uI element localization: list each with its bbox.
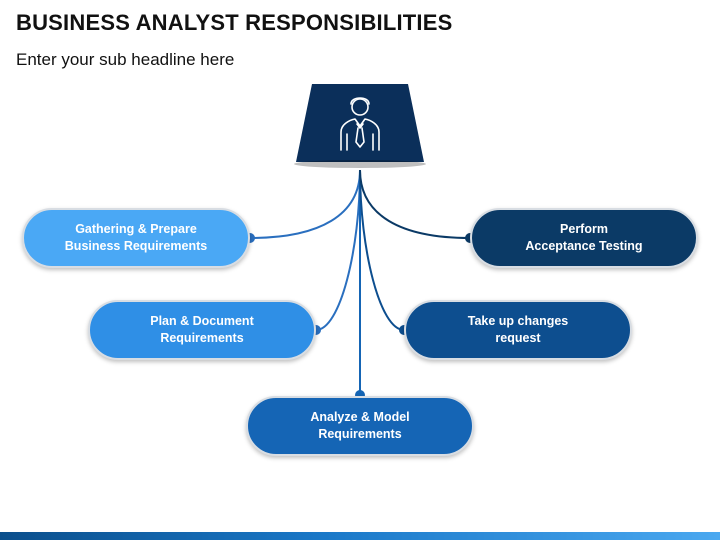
- node-analyze-model: Analyze & Model Requirements: [246, 396, 474, 456]
- node-label-line2: request: [495, 331, 541, 345]
- footer-accent-bar: [0, 532, 720, 540]
- node-label-line1: Plan & Document: [150, 314, 254, 328]
- node-label-line2: Requirements: [160, 331, 244, 345]
- node-label-line1: Analyze & Model: [310, 410, 410, 424]
- node-acceptance-testing: Perform Acceptance Testing: [470, 208, 698, 268]
- connector-1: [249, 169, 361, 239]
- connector-5: [359, 169, 471, 239]
- node-label-line1: Perform: [560, 222, 608, 236]
- node-label-line2: Business Requirements: [64, 239, 208, 253]
- connector-4: [359, 169, 405, 331]
- page-subtitle: Enter your sub headline here: [16, 50, 235, 69]
- connector-2: [315, 169, 361, 331]
- node-label-line1: Take up changes: [467, 314, 569, 328]
- node-label-line1: Gathering & Prepare: [75, 222, 197, 236]
- node-label-line2: Acceptance Testing: [525, 239, 643, 253]
- hub: [294, 84, 426, 168]
- node-plan-document: Plan & Document Requirements: [88, 300, 316, 360]
- node-take-up-changes: Take up changes request: [404, 300, 632, 360]
- page-title: BUSINESS ANALYST RESPONSIBILITIES: [16, 10, 453, 35]
- node-gathering-requirements: Gathering & Prepare Business Requirement…: [22, 208, 250, 268]
- businessman-icon: [340, 97, 380, 151]
- hub-shape: [296, 84, 424, 162]
- hub-shadow: [294, 160, 426, 168]
- node-label-line2: Requirements: [318, 427, 402, 441]
